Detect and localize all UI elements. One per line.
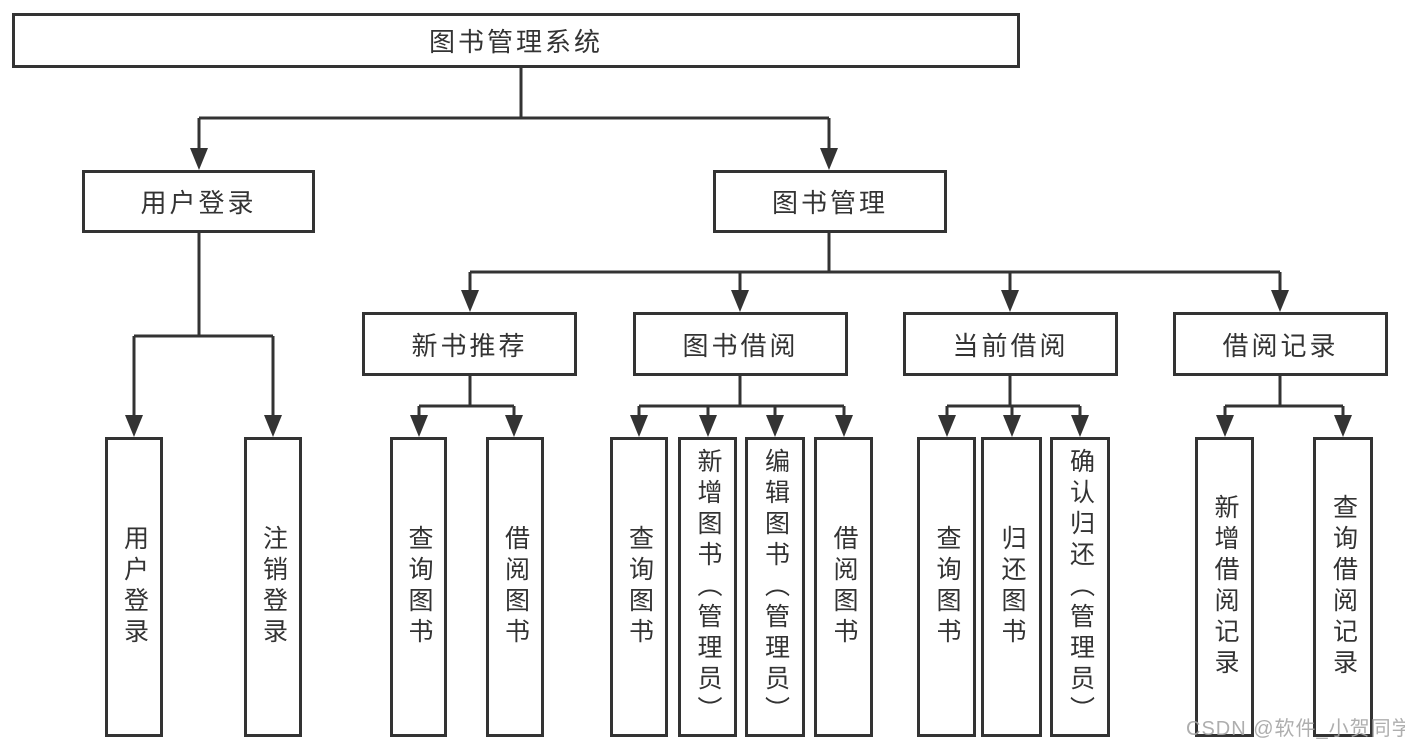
leaf-label: 借阅图书 bbox=[501, 525, 530, 649]
node-label: 图书管理 bbox=[771, 188, 888, 218]
leaf-label: 查询图书 bbox=[625, 525, 654, 649]
arrow-down-icon bbox=[835, 415, 853, 437]
leaf-add-borrow-record: 新增借阅记录 bbox=[1195, 437, 1254, 737]
leaf-label: 新增借阅记录 bbox=[1211, 494, 1239, 680]
arrow-down-icon bbox=[125, 415, 143, 437]
node-current-borrowing: 当前借阅 bbox=[903, 312, 1118, 376]
node-borrowing-records: 借阅记录 bbox=[1173, 312, 1388, 376]
leaf-query-books-1: 查询图书 bbox=[390, 437, 447, 737]
arrow-down-icon bbox=[731, 290, 749, 312]
leaf-label: 查询借阅记录 bbox=[1329, 494, 1358, 680]
arrow-down-icon bbox=[410, 415, 428, 437]
node-book-borrowing: 图书借阅 bbox=[633, 312, 848, 376]
arrow-down-icon bbox=[505, 415, 523, 437]
arrow-down-icon bbox=[1003, 415, 1021, 437]
arrow-down-icon bbox=[1334, 415, 1352, 437]
leaf-label: 查询图书 bbox=[405, 525, 433, 649]
leaf-label: 确认归还（管理员） bbox=[1066, 447, 1095, 727]
arrow-down-icon bbox=[1271, 290, 1289, 312]
leaf-edit-books-admin: 编辑图书（管理员） bbox=[745, 437, 805, 737]
arrow-down-icon bbox=[1071, 415, 1089, 437]
node-label: 借阅记录 bbox=[1222, 330, 1339, 361]
leaf-label: 查询图书 bbox=[933, 525, 961, 649]
node-root: 图书管理系统 bbox=[12, 13, 1020, 68]
node-root-label: 图书管理系统 bbox=[428, 27, 603, 57]
leaf-label: 注销登录 bbox=[259, 525, 288, 649]
arrow-down-icon bbox=[820, 148, 838, 170]
arrowhead-group bbox=[125, 148, 1352, 437]
connector-path bbox=[132, 68, 1345, 422]
node-label: 图书借阅 bbox=[682, 330, 799, 361]
node-book-management-module: 图书管理 bbox=[713, 170, 947, 233]
node-label: 新书推荐 bbox=[411, 330, 528, 361]
node-new-book-recommend: 新书推荐 bbox=[362, 312, 577, 376]
arrow-down-icon bbox=[766, 415, 784, 437]
leaf-add-books-admin: 新增图书（管理员） bbox=[678, 437, 737, 737]
csdn-watermark: CSDN @软件_小贺同学 bbox=[1186, 718, 1405, 740]
leaf-label: 编辑图书（管理员） bbox=[761, 447, 790, 727]
arrow-down-icon bbox=[264, 415, 282, 437]
leaf-borrow-books-2: 借阅图书 bbox=[814, 437, 873, 737]
leaf-label: 借阅图书 bbox=[830, 525, 858, 649]
leaf-confirm-return-admin: 确认归还（管理员） bbox=[1050, 437, 1110, 737]
leaf-logout: 注销登录 bbox=[244, 437, 302, 737]
leaf-borrow-books-1: 借阅图书 bbox=[486, 437, 544, 737]
arrow-down-icon bbox=[699, 415, 717, 437]
arrow-down-icon bbox=[1001, 290, 1019, 312]
leaf-return-books: 归还图书 bbox=[981, 437, 1042, 737]
leaf-query-books-3: 查询图书 bbox=[917, 437, 976, 737]
arrow-down-icon bbox=[1216, 415, 1234, 437]
leaf-user-login: 用户登录 bbox=[105, 437, 163, 737]
leaf-label: 新增图书（管理员） bbox=[694, 447, 722, 727]
node-label: 用户登录 bbox=[140, 188, 257, 218]
leaf-query-borrow-record: 查询借阅记录 bbox=[1313, 437, 1373, 737]
leaf-label: 归还图书 bbox=[998, 525, 1026, 649]
leaf-label: 用户登录 bbox=[120, 525, 149, 649]
arrow-down-icon bbox=[461, 290, 479, 312]
arrow-down-icon bbox=[190, 148, 208, 170]
arrow-down-icon bbox=[630, 415, 648, 437]
leaf-query-books-2: 查询图书 bbox=[610, 437, 668, 737]
node-user-login-module: 用户登录 bbox=[82, 170, 315, 233]
node-label: 当前借阅 bbox=[952, 330, 1069, 361]
arrow-down-icon bbox=[938, 415, 956, 437]
